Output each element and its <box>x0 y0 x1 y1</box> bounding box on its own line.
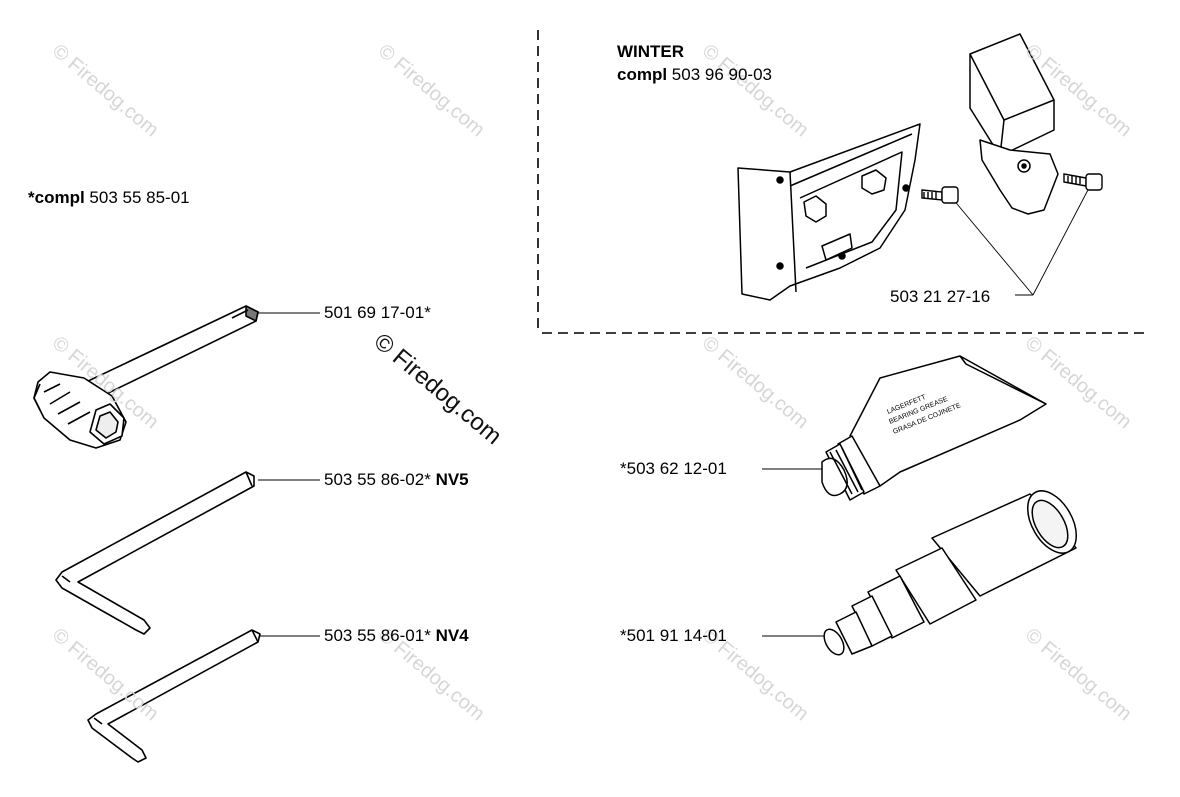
part-label-winter-screw: 503 21 27-16 <box>890 287 991 306</box>
hex-key-large-size: NV5 <box>435 470 469 489</box>
winter-kit-boundary <box>537 30 1150 334</box>
winter-plate-illustration <box>737 123 921 301</box>
part-label-grease-gun: *501 91 14-01 <box>620 626 727 645</box>
socket-wrench-illustration <box>33 305 259 449</box>
compl-main: *compl 503 55 85-01 <box>28 188 190 208</box>
hex-key-large-illustration <box>55 471 255 635</box>
winter-cover-illustration <box>969 33 1059 215</box>
leader-lines <box>258 185 1091 637</box>
grease-tube-illustration: LAGERFETT BEARING GREASE GRASA DE COJINE… <box>821 355 1047 501</box>
part-label-socket-wrench: 501 69 17-01* <box>324 303 431 322</box>
hex-key-large-number: 503 55 86-02* <box>324 470 431 489</box>
winter-compl-label: compl <box>617 65 668 84</box>
hex-key-small-number: 503 55 86-01* <box>324 626 431 645</box>
hex-key-small-size: NV4 <box>435 626 469 645</box>
winter-kit-compl: compl 503 96 90-03 <box>617 65 772 85</box>
part-label-grease-tube: *503 62 12-01 <box>620 459 727 478</box>
winter-kit-part-number: 503 96 90-03 <box>671 65 772 84</box>
winter-screws-illustration <box>921 173 1103 204</box>
part-label-hex-key-large: 503 55 86-02* NV5 <box>324 470 469 490</box>
grease-gun-illustration <box>823 490 1078 656</box>
winter-kit-title: WINTER <box>617 42 685 61</box>
part-label-hex-key-small: 503 55 86-01* NV4 <box>324 626 469 646</box>
compl-main-prefix: *compl <box>28 188 85 207</box>
compl-main-part-number: 503 55 85-01 <box>89 188 190 207</box>
hex-key-small-illustration <box>87 629 261 763</box>
